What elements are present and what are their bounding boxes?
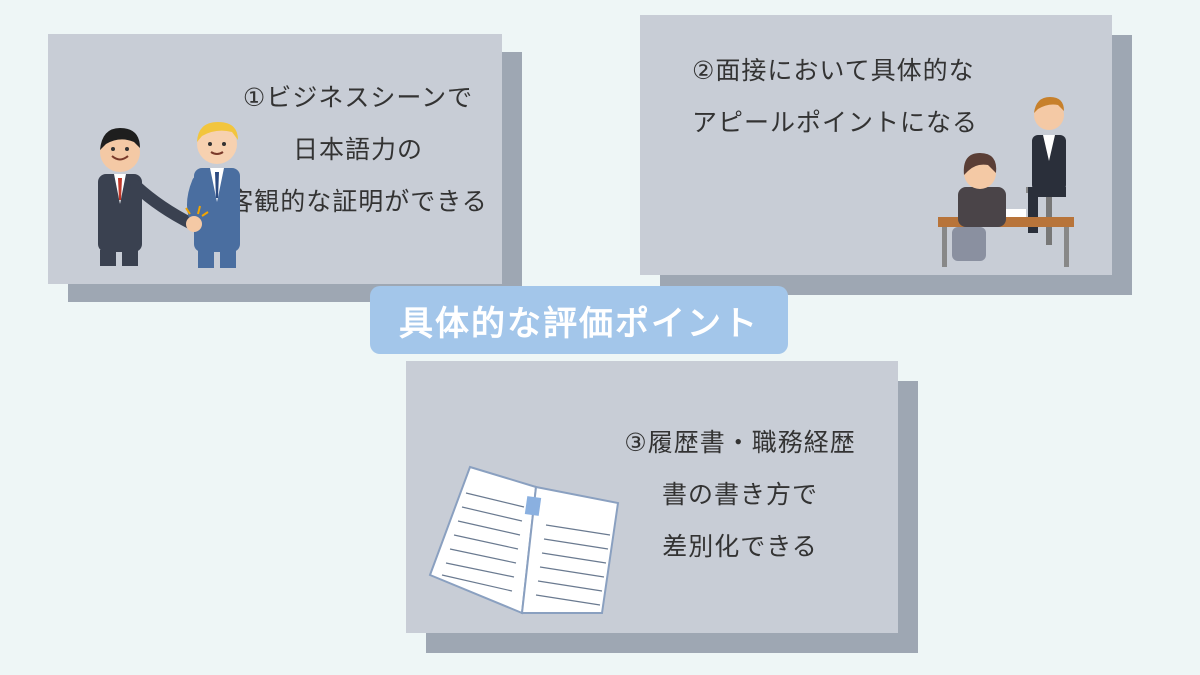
card-1-line-2: 日本語力の [292, 135, 423, 164]
card-3-line-3: 差別化できる [662, 532, 818, 561]
card-3-text: ③履歴書・職務経歴 書の書き方で 差別化できる [602, 417, 878, 573]
card-1: ①ビジネスシーンで 日本語力の 客観的な証明ができる [48, 34, 502, 284]
page-title: 具体的な評価ポイント [370, 286, 788, 354]
card-3-line-2: 書の書き方で [661, 480, 818, 509]
card-3-line-1: ③履歴書・職務経歴 [624, 428, 856, 457]
handshake-illustration [98, 122, 240, 268]
interview-illustration [938, 97, 1074, 267]
card-2-text: ②面接において具体的な アピールポイントになる [692, 45, 992, 149]
card-3: ③履歴書・職務経歴 書の書き方で 差別化できる [406, 361, 898, 633]
card-1-line-3: 客観的な証明ができる [228, 187, 488, 216]
card-2: ②面接において具体的な アピールポイントになる [640, 15, 1112, 275]
card-1-line-1: ①ビジネスシーンで [242, 83, 474, 112]
card-2-line-1: ②面接において具体的な [692, 56, 975, 85]
resume-illustration [428, 465, 620, 615]
card-2-line-2: アピールポイントになる [692, 108, 979, 137]
card-1-text: ①ビジネスシーンで 日本語力の 客観的な証明ができる [228, 72, 488, 228]
